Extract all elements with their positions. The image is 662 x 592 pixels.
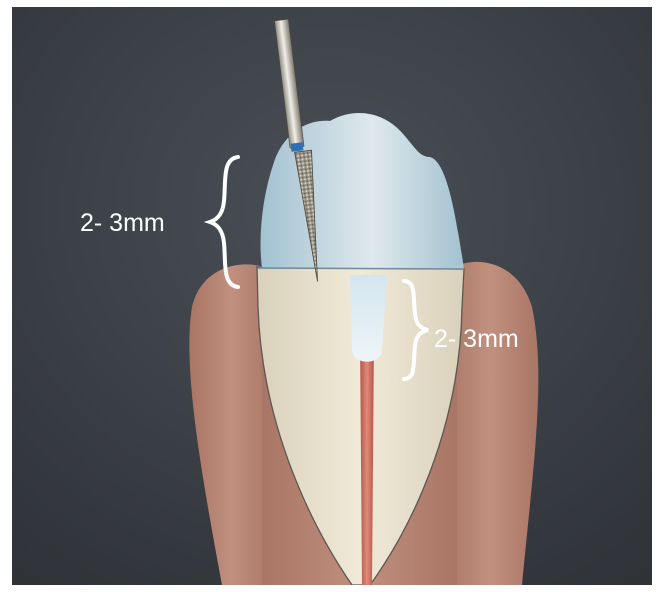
restoration-margin bbox=[258, 268, 464, 269]
coronal-plug bbox=[350, 275, 387, 362]
crown-measurement-label: 2- 3mm bbox=[80, 209, 165, 237]
root-measurement-label: 2- 3mm bbox=[434, 325, 519, 353]
bur-blue-band bbox=[291, 142, 304, 151]
illustration-frame: 2- 3mm 2- 3mm bbox=[12, 7, 652, 585]
tooth-illustration: 2- 3mm 2- 3mm bbox=[12, 7, 652, 585]
canal-filling bbox=[360, 335, 374, 585]
